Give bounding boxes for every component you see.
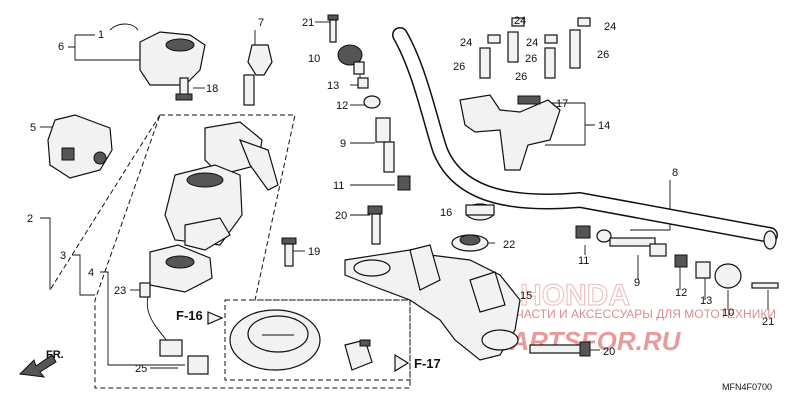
callout-21-right: 21: [762, 316, 774, 328]
callout-12-right: 12: [675, 287, 687, 299]
cap-16: [465, 203, 495, 221]
callout-3: 3: [60, 250, 66, 262]
callout-26-d: 26: [515, 71, 527, 83]
callout-14: 14: [598, 120, 610, 132]
screw-23: [139, 282, 151, 298]
callout-9-right: 9: [634, 277, 640, 289]
callout-16: 16: [440, 207, 452, 219]
watermark-text: ЗАПЧАСТИ И АКСЕССУАРЫ ДЛЯ МОТОТЕХНИКИ: [492, 307, 776, 321]
callout-24-c: 24: [460, 37, 472, 49]
callout-11-top: 11: [333, 180, 344, 192]
callout-24-b: 24: [604, 21, 616, 33]
callout-7: 7: [258, 17, 264, 29]
callout-13-right: 13: [700, 295, 712, 307]
leader-lines: [40, 21, 769, 369]
callout-1: 1: [98, 29, 104, 41]
callout-26-c: 26: [453, 61, 465, 73]
callout-12-top: 12: [336, 100, 348, 112]
bolts-24-26: [479, 17, 591, 79]
callout-5: 5: [30, 122, 36, 134]
callout-15: 15: [520, 290, 532, 302]
callout-26-b: 26: [597, 49, 609, 61]
screw-18: [175, 77, 193, 101]
diagram-code: MFN4F0700: [722, 382, 772, 392]
handlebar-8: [392, 27, 778, 250]
callout-4: 4: [88, 267, 94, 279]
ignition-cover-part: [109, 23, 206, 86]
callout-26-a: 26: [525, 53, 537, 65]
front-label: FR.: [46, 349, 64, 361]
front-arrow: [18, 354, 57, 378]
lock-cylinder: [344, 339, 373, 371]
screw-19: [281, 237, 297, 267]
ref-f17: F-17: [414, 356, 441, 371]
callout-20-top: 20: [335, 210, 347, 222]
callout-23: 23: [114, 285, 126, 297]
callout-labels: 1 6 18 7 5 2 3 4 23 25 19 21 10 13 12 9 …: [27, 15, 774, 375]
right-stack-parts: [575, 225, 779, 289]
watermark-brand: HONDA: [520, 279, 630, 312]
lock-set-box: [224, 299, 411, 381]
callout-10-right: 10: [722, 307, 734, 319]
callout-11-right: 11: [578, 255, 589, 267]
lock-cap: [229, 309, 321, 371]
callout-25: 25: [135, 363, 147, 375]
bolt-20-lower: [529, 341, 591, 357]
triple-clamp-15: [344, 244, 521, 361]
callout-6: 6: [58, 41, 64, 53]
callout-10-top: 10: [308, 53, 320, 65]
callout-20-bottom: 20: [603, 346, 615, 358]
switch-unit-4: [146, 244, 213, 375]
ignition-switch-body: [164, 121, 279, 251]
callout-19: 19: [308, 246, 320, 258]
ref-arrow-f16: [207, 311, 224, 325]
callout-2: 2: [27, 213, 33, 225]
bracket-5: [47, 114, 113, 179]
callout-8: 8: [672, 167, 678, 179]
top-holder-14: [459, 94, 561, 171]
callout-22: 22: [503, 239, 515, 251]
nut-22: [451, 234, 489, 252]
callout-17: 17: [556, 98, 568, 110]
key-7: [243, 44, 273, 106]
callout-9-top: 9: [340, 138, 346, 150]
callout-24-a: 24: [514, 15, 526, 27]
ref-f16: F-16: [176, 308, 203, 323]
callout-18: 18: [206, 83, 218, 95]
ref-arrow-f17: [394, 353, 410, 373]
callout-13-top: 13: [327, 80, 339, 92]
left-stack-parts: [327, 14, 411, 245]
callout-24-d: 24: [526, 37, 538, 49]
callout-21-top: 21: [302, 17, 314, 29]
